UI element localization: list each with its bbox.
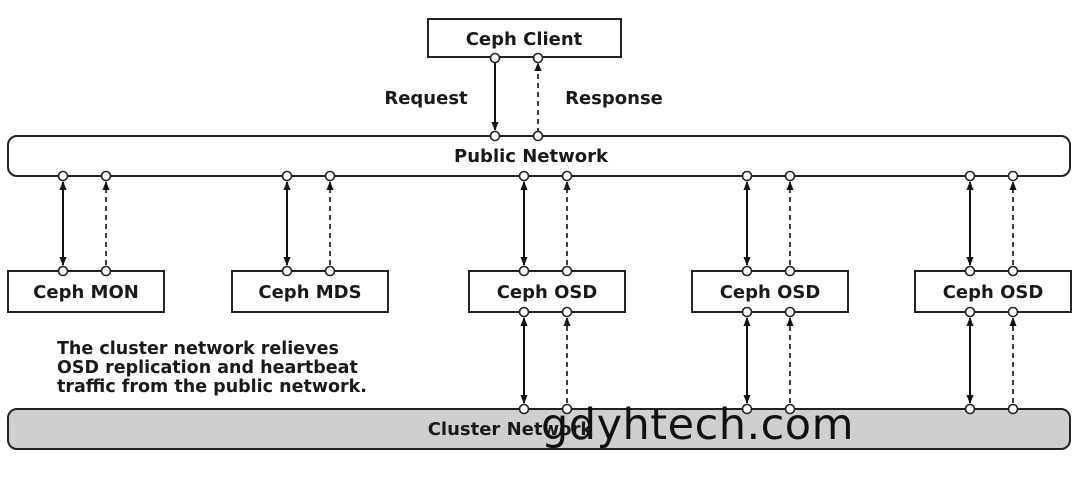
port-dot [532,130,544,142]
port-dot [784,306,796,318]
daemon-nodes: Ceph MON Ceph MDS Ceph OSD Ceph OSD Ceph OSD [7,170,1072,415]
cluster-network-note: The cluster network relieves OSD replica… [57,340,477,397]
port-dot [324,170,336,182]
port-dot [741,265,753,277]
port-dot [741,170,753,182]
daemon-node: Ceph OSD [914,170,1072,415]
port-dot [281,265,293,277]
port-dot [1007,403,1019,415]
daemon-label: Ceph OSD [720,282,821,303]
port-dot [561,306,573,318]
cluster-network-bar: Cluster Network [7,408,1071,450]
ceph-client-node: Ceph Client [427,18,622,58]
port-dot [518,170,530,182]
response-label: Response [565,88,663,109]
daemon-label: Ceph OSD [943,282,1044,303]
client-arrows: Request Response [384,52,663,133]
port-dot [561,170,573,182]
port-dot [100,170,112,182]
note-line: OSD replication and heartbeat [57,358,358,378]
port-dot [518,403,530,415]
port-dot [100,265,112,277]
daemon-node: Ceph MON [7,170,165,313]
port-dot [784,170,796,182]
daemon-box [7,270,165,313]
port-dot [561,403,573,415]
port-dot [489,52,501,64]
port-dot [518,265,530,277]
port-dot [489,130,501,142]
daemon-box [914,270,1072,313]
port-dot [57,170,69,182]
daemon-label: Ceph MDS [258,282,361,303]
daemon-label: Ceph MON [33,282,139,303]
port-dot [1007,265,1019,277]
port-dot [964,265,976,277]
port-dot [281,170,293,182]
note-line: traffic from the public network. [57,377,367,397]
daemon-box [231,270,389,313]
port-dot [784,265,796,277]
public-network-bar: Public Network [7,130,1071,177]
port-dot [518,306,530,318]
daemon-node: Ceph MDS [231,170,389,313]
port-dot [532,52,544,64]
port-dot [964,403,976,415]
public-network-label: Public Network [454,146,609,167]
port-dot [784,403,796,415]
port-dot [741,403,753,415]
port-dot [57,265,69,277]
watermark-text: gdyhtech.com [541,400,855,450]
daemon-node: Ceph OSD [691,170,849,415]
port-dot [324,265,336,277]
ceph-client-label: Ceph Client [466,29,583,50]
cluster-network-label: Cluster Network [428,419,594,440]
daemon-label: Ceph OSD [497,282,598,303]
port-dot [741,306,753,318]
port-dot [1007,170,1019,182]
daemon-box [691,270,849,313]
port-dot [964,306,976,318]
port-dot [1007,306,1019,318]
port-dot [964,170,976,182]
daemon-node: Ceph OSD [468,170,626,415]
request-label: Request [384,88,468,109]
note-line: The cluster network relieves [57,339,339,359]
port-dot [561,265,573,277]
daemon-box [468,270,626,313]
